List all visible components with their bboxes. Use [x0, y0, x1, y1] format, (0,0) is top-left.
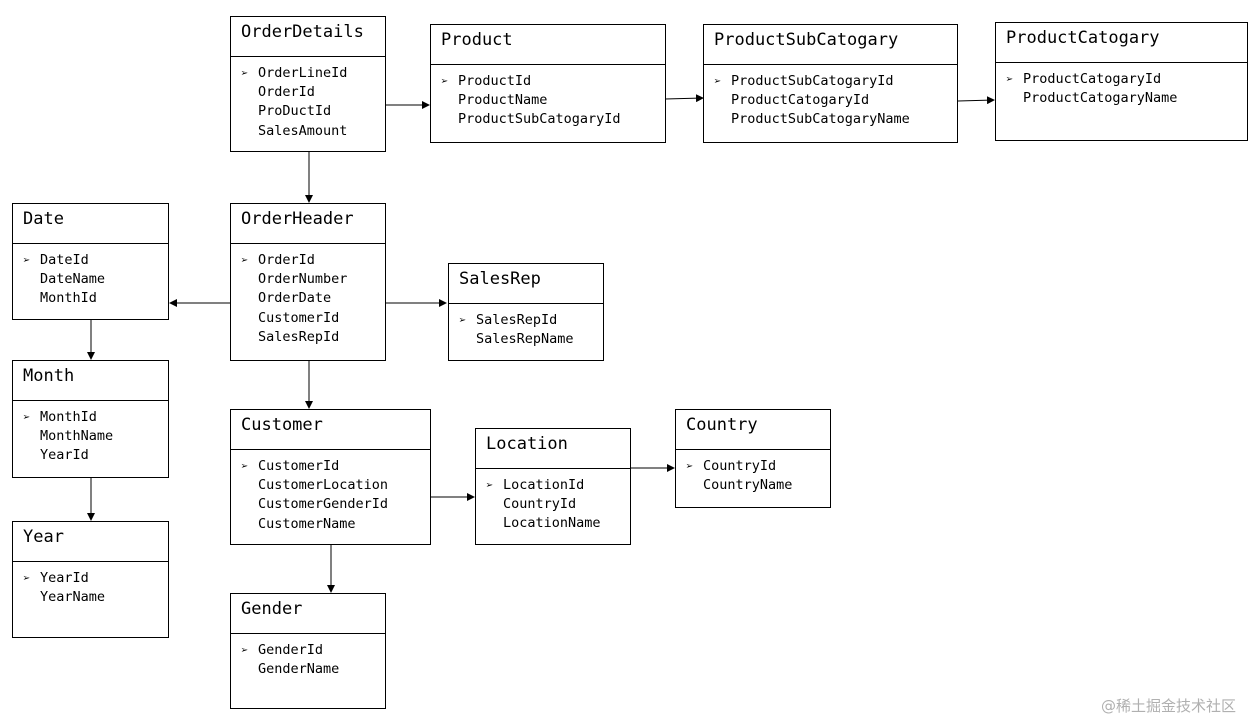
arrow-bullet-icon: ➢: [459, 313, 467, 327]
entity-title: Country: [676, 410, 830, 450]
field-item: YearId: [40, 447, 89, 464]
entity-title: OrderHeader: [231, 204, 385, 244]
arrow-bullet-icon: ➢: [486, 478, 494, 492]
field-item: GenderName: [258, 661, 340, 678]
entity-title: Product: [431, 25, 665, 65]
entity-orderdetails: OrderDetails ➢OrderLineId OrderId ProDuc…: [230, 16, 386, 152]
arrow-bullet-icon: ➢: [686, 459, 694, 473]
entity-title: ProductSubCatogary: [704, 25, 957, 65]
entity-title: Date: [13, 204, 168, 244]
field-item: CountryName: [703, 477, 793, 494]
entity-location: Location ➢LocationId CountryId LocationN…: [475, 428, 631, 545]
entity-title: OrderDetails: [231, 17, 385, 57]
arrow-bullet-icon: ➢: [241, 253, 249, 267]
field-item: ProductSubCatogaryId: [458, 111, 621, 128]
entity-title: Month: [13, 361, 168, 401]
field-item: ➢DateId: [23, 251, 168, 270]
field-list: ➢OrderId OrderNumber OrderDate CustomerI…: [231, 244, 385, 347]
field-item: ➢OrderId: [241, 251, 385, 270]
field-list: ➢MonthId MonthName YearId: [13, 401, 168, 466]
arrow-bullet-icon: ➢: [23, 571, 31, 585]
entity-productcatogary: ProductCatogary ➢ProductCatogaryId Produ…: [995, 22, 1248, 141]
arrow-bullet-icon: ➢: [441, 74, 449, 88]
arrow-bullet-icon: ➢: [241, 643, 249, 657]
field-item: OrderNumber: [258, 271, 348, 288]
field-list: ➢ProductCatogaryId ProductCatogaryName: [996, 63, 1247, 108]
entity-product: Product ➢ProductId ProductName ProductSu…: [430, 24, 666, 143]
field-item: OrderId: [258, 84, 315, 101]
field-item: ➢ProductCatogaryId: [1006, 70, 1247, 89]
field-item: ProductCatogaryId: [731, 92, 870, 109]
field-item: DateName: [40, 271, 106, 288]
entity-country: Country ➢CountryId CountryName: [675, 409, 831, 508]
field-item: ➢OrderLineId: [241, 64, 385, 83]
field-item: ProductName: [458, 92, 548, 109]
arrow-bullet-icon: ➢: [23, 253, 31, 267]
field-item: CustomerId: [258, 309, 340, 326]
entity-title: SalesRep: [449, 264, 603, 304]
field-item: YearName: [40, 589, 106, 606]
watermark: @稀土掘金技术社区: [1100, 697, 1236, 715]
field-item: CustomerGenderId: [258, 496, 389, 513]
field-list: ➢DateId DateName MonthId: [13, 244, 168, 309]
link-productsubcatogary-productcatogary: [957, 96, 995, 105]
entity-year: Year ➢YearId YearName: [12, 521, 169, 638]
field-item: MonthId: [40, 290, 97, 307]
field-item: ➢YearId: [23, 569, 168, 588]
field-list: ➢LocationId CountryId LocationName: [476, 469, 630, 534]
field-item: OrderDate: [258, 290, 332, 307]
field-list: ➢SalesRepId SalesRepName: [449, 304, 603, 349]
field-item: ➢ProductId: [441, 72, 665, 91]
arrow-bullet-icon: ➢: [241, 66, 249, 80]
entity-title: ProductCatogary: [996, 23, 1247, 63]
entity-date: Date ➢DateId DateName MonthId: [12, 203, 169, 320]
field-list: ➢ProductSubCatogaryId ProductCatogaryId …: [704, 65, 957, 130]
entity-title: Customer: [231, 410, 430, 450]
field-item: CustomerLocation: [258, 477, 389, 494]
entity-orderheader: OrderHeader ➢OrderId OrderNumber OrderDa…: [230, 203, 386, 361]
field-item: ProductCatogaryName: [1023, 90, 1178, 107]
field-list: ➢ProductId ProductName ProductSubCatogar…: [431, 65, 665, 130]
field-list: ➢GenderId GenderName: [231, 634, 385, 679]
field-item: ProductSubCatogaryName: [731, 111, 910, 128]
field-item: MonthName: [40, 428, 114, 445]
field-item: CountryId: [503, 496, 577, 513]
field-item: ➢MonthId: [23, 408, 168, 427]
field-list: ➢CustomerId CustomerLocation CustomerGen…: [231, 450, 430, 534]
field-item: ➢LocationId: [486, 476, 630, 495]
entity-title: Year: [13, 522, 168, 562]
field-item: ➢ProductSubCatogaryId: [714, 72, 957, 91]
field-item: ProDuctId: [258, 103, 332, 120]
arrow-bullet-icon: ➢: [1006, 72, 1014, 86]
arrow-bullet-icon: ➢: [23, 410, 31, 424]
field-item: ➢GenderId: [241, 641, 385, 660]
field-item: SalesRepName: [476, 331, 574, 348]
entity-title: Gender: [231, 594, 385, 634]
entity-customer: Customer ➢CustomerId CustomerLocation Cu…: [230, 409, 431, 545]
arrow-bullet-icon: ➢: [714, 74, 722, 88]
field-item: ➢SalesRepId: [459, 311, 603, 330]
field-item: SalesAmount: [258, 122, 348, 139]
field-item: CustomerName: [258, 515, 356, 532]
arrow-bullet-icon: ➢: [241, 459, 249, 473]
field-list: ➢OrderLineId OrderId ProDuctId SalesAmou…: [231, 57, 385, 141]
entity-title: Location: [476, 429, 630, 469]
field-item: LocationName: [503, 515, 601, 532]
field-item: ➢CustomerId: [241, 457, 430, 476]
field-list: ➢CountryId CountryName: [676, 450, 830, 495]
entity-productsubcatogary: ProductSubCatogary ➢ProductSubCatogaryId…: [703, 24, 958, 143]
entity-gender: Gender ➢GenderId GenderName: [230, 593, 386, 709]
field-list: ➢YearId YearName: [13, 562, 168, 607]
entity-month: Month ➢MonthId MonthName YearId: [12, 360, 169, 478]
entity-salesrep: SalesRep ➢SalesRepId SalesRepName: [448, 263, 604, 361]
link-product-productsubcatogary: [664, 94, 704, 103]
field-item: SalesRepId: [258, 328, 340, 345]
field-item: ➢CountryId: [686, 457, 830, 476]
